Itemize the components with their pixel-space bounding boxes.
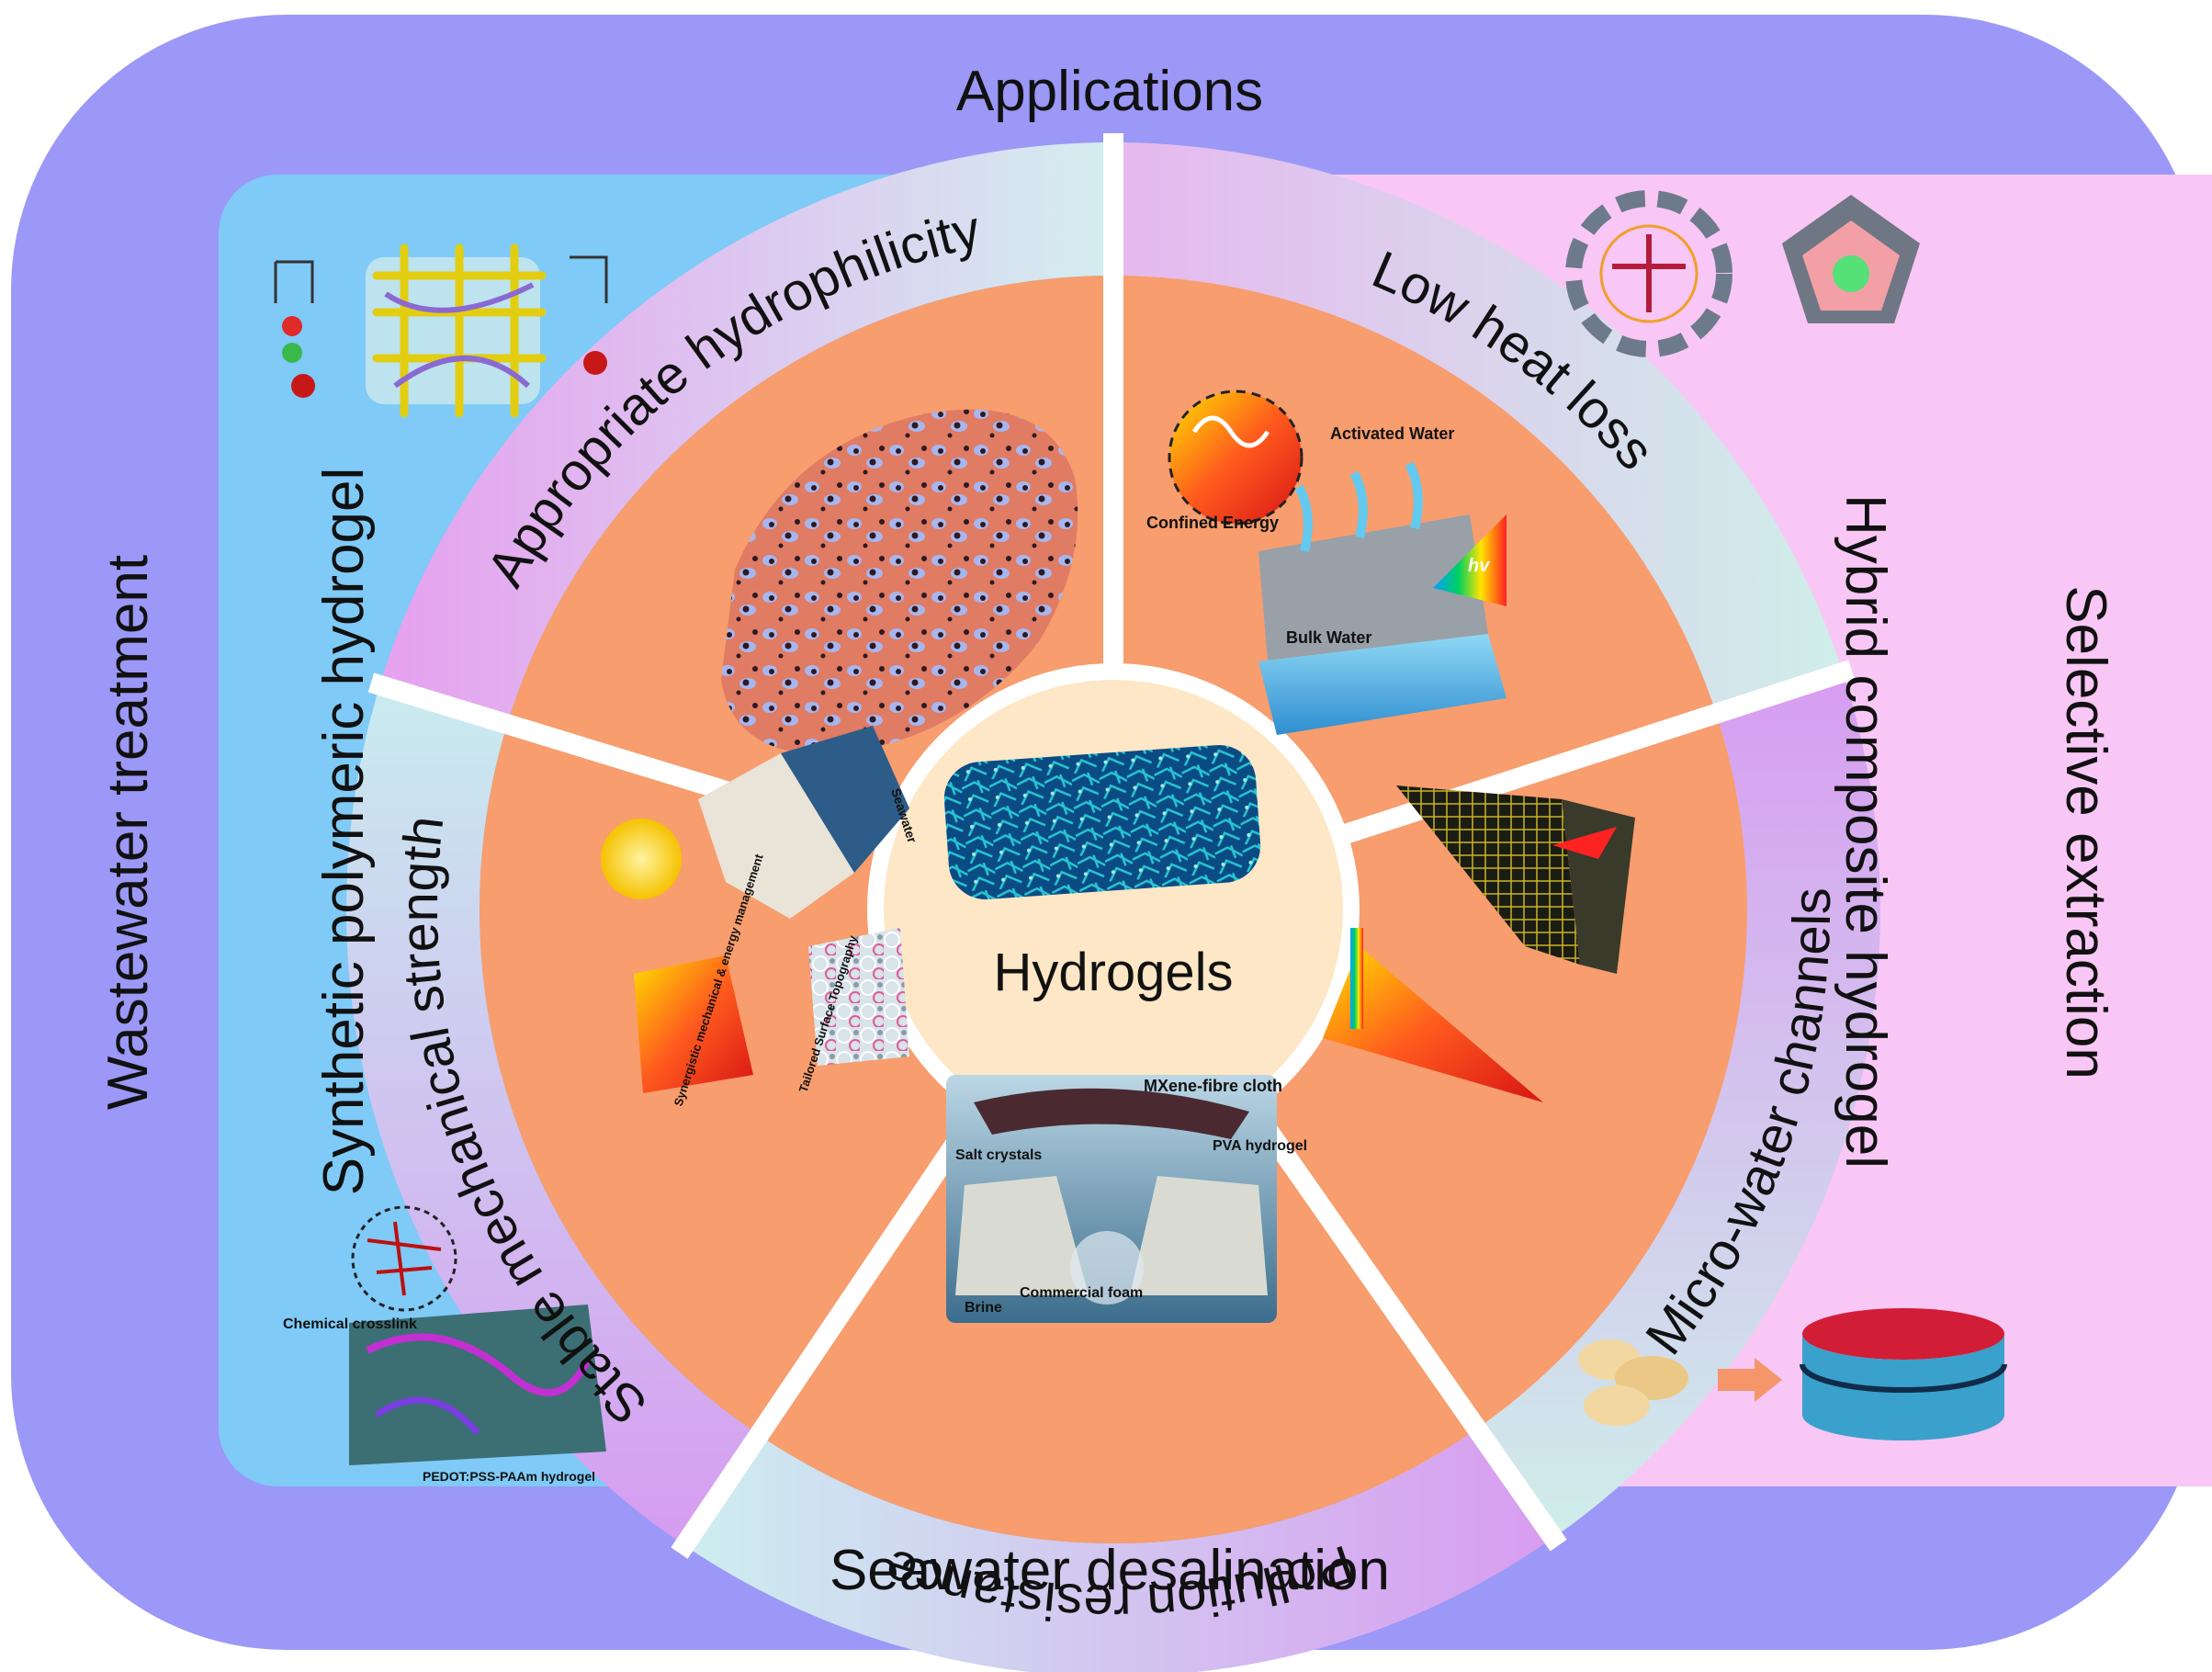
sector-micro-channels-ring (1476, 672, 1880, 1538)
sector-pollution-resistance-ring (684, 1429, 1553, 1672)
hydrogel-block-image (943, 745, 1261, 899)
svg-text:Activated Water: Activated Water (1330, 424, 1454, 443)
polymer-network-image (274, 243, 608, 418)
aligned-channels-image (1323, 785, 1635, 1102)
crystal-framework-image (1565, 190, 1920, 357)
panel-label-right: Hybrid composite hydrogel (1834, 494, 1897, 1169)
panel-label-left: Synthetic polymeric hydrogel (312, 468, 376, 1196)
svg-text:Bulk Water: Bulk Water (1286, 628, 1371, 647)
foam-evaporator-image: MXene-fibre cloth Salt crystals PVA hydr… (946, 1075, 1307, 1323)
outer-label-top: Applications (956, 60, 1263, 123)
svg-text:Commercial foam: Commercial foam (1020, 1285, 1143, 1301)
sector-hydrophilicity-ring (379, 142, 1113, 725)
outer-label-left: Wastewater treatment (96, 555, 160, 1110)
sector-mechanical-strength-ring (346, 684, 760, 1546)
svg-text:hv: hv (1468, 556, 1491, 576)
sector-heat-loss-ring (1113, 142, 1844, 714)
outer-label-right: Selective extraction (2054, 585, 2117, 1079)
cocoon-composite-image (1578, 1308, 2007, 1440)
porous-sponge-image (721, 409, 1078, 754)
outer-label-bottom: Seawater desalination (830, 1539, 1390, 1602)
svg-text:PVA hydrogel: PVA hydrogel (1213, 1138, 1307, 1154)
heat-localization-image: Activated Water Confined Energy Bulk Wat… (1146, 390, 1507, 735)
chemical-crosslink-image: Chemical crosslink PEDOT:PSS-PAAm hydrog… (283, 1205, 606, 1484)
svg-text:Brine: Brine (965, 1300, 1002, 1316)
svg-text:Chemical crosslink: Chemical crosslink (283, 1316, 417, 1332)
svg-text:MXene-fibre cloth: MXene-fibre cloth (1144, 1077, 1282, 1095)
center-label: Hydrogels (993, 943, 1233, 1002)
svg-text:Confined Energy: Confined Energy (1146, 514, 1279, 532)
svg-text:Salt crystals: Salt crystals (955, 1147, 1042, 1163)
svg-text:PEDOT:PSS-PAAm hydrogel: PEDOT:PSS-PAAm hydrogel (423, 1469, 595, 1484)
